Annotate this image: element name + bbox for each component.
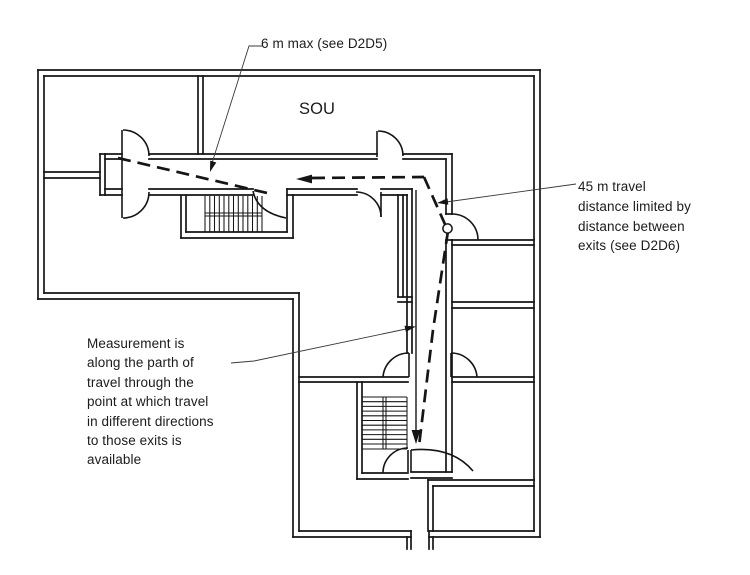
travel-path-45m xyxy=(296,174,450,447)
leader-arrow-icon xyxy=(437,198,449,205)
stairwell-top-treads xyxy=(204,196,263,232)
annotation-6m-max: 6 m max (see D2D5) xyxy=(261,36,388,51)
leader-6m-max xyxy=(210,45,262,172)
door-corridor-decision xyxy=(451,213,479,241)
travel-path-solid-arrow xyxy=(411,190,421,444)
door-west-exit xyxy=(121,129,150,219)
door-lobby-double xyxy=(382,352,478,378)
leader-arrow-icon xyxy=(404,325,416,332)
door-room xyxy=(355,191,382,218)
stairwell-bottom-treads xyxy=(362,396,408,450)
annotation-measurement: Measurement is along the parth of travel… xyxy=(87,336,214,468)
outer-walls xyxy=(37,69,541,538)
door-sou xyxy=(376,130,404,157)
arrow-west-icon xyxy=(296,174,312,184)
leader-45m xyxy=(437,183,577,205)
door-south-exit-double xyxy=(382,447,474,474)
south-exit-passage xyxy=(406,530,434,550)
door-top-stair xyxy=(252,190,287,219)
room-label-sou: SOU xyxy=(299,100,336,118)
arrow-down-icon xyxy=(411,430,421,444)
travel-path-west xyxy=(117,156,268,195)
leader-measurement xyxy=(230,325,416,364)
leader-arrow-icon xyxy=(210,160,217,172)
decision-point-circle xyxy=(442,223,453,234)
annotation-45m-travel: 45 m travel distance limited by distance… xyxy=(578,179,691,254)
